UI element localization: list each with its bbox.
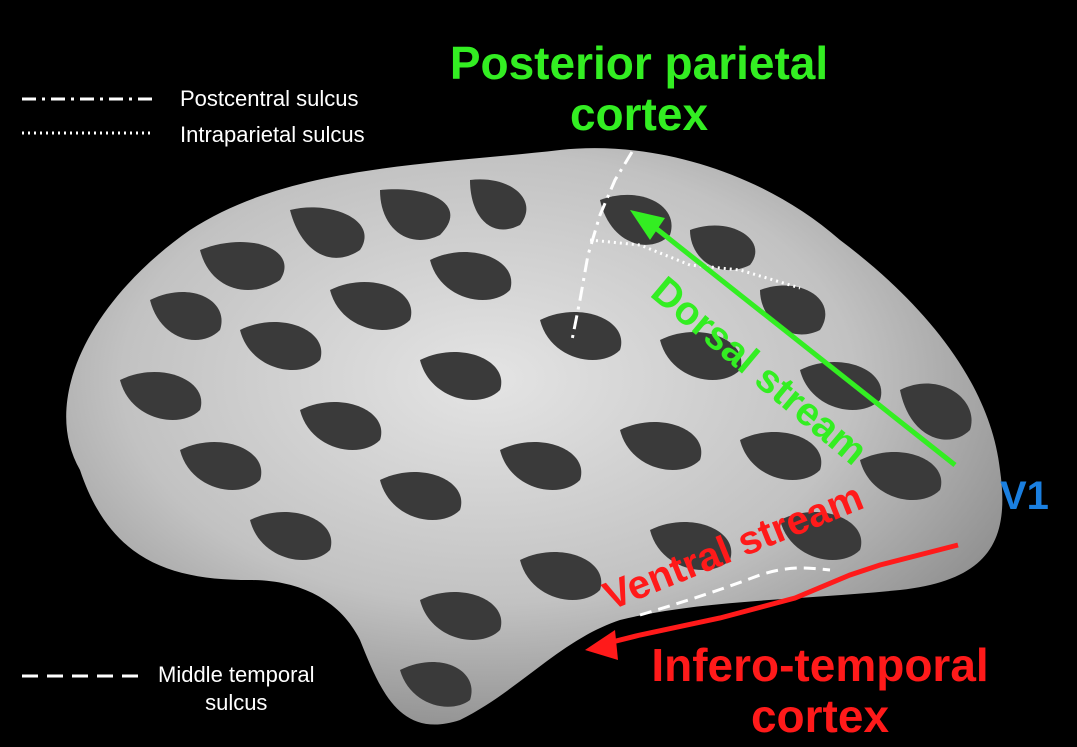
inferotemporal-title: Infero-temporal cortex [630,640,1010,741]
legend-middle-temporal-line1: Middle temporal [158,664,315,686]
legend-middle-temporal-label: Middle temporal sulcus [158,664,315,714]
inferotemporal-line2: cortex [630,691,1010,742]
posterior-parietal-line2: cortex [444,89,834,140]
legend-middle-temporal-line2: sulcus [158,692,315,714]
posterior-parietal-line1: Posterior parietal [444,38,834,89]
v1-label: V1 [1000,476,1049,516]
ventral-arrow-head [585,630,618,660]
legend-intraparietal-label: Intraparietal sulcus [180,124,365,146]
legend-postcentral-label: Postcentral sulcus [180,88,359,110]
posterior-parietal-title: Posterior parietal cortex [444,38,834,139]
inferotemporal-line1: Infero-temporal [630,640,1010,691]
